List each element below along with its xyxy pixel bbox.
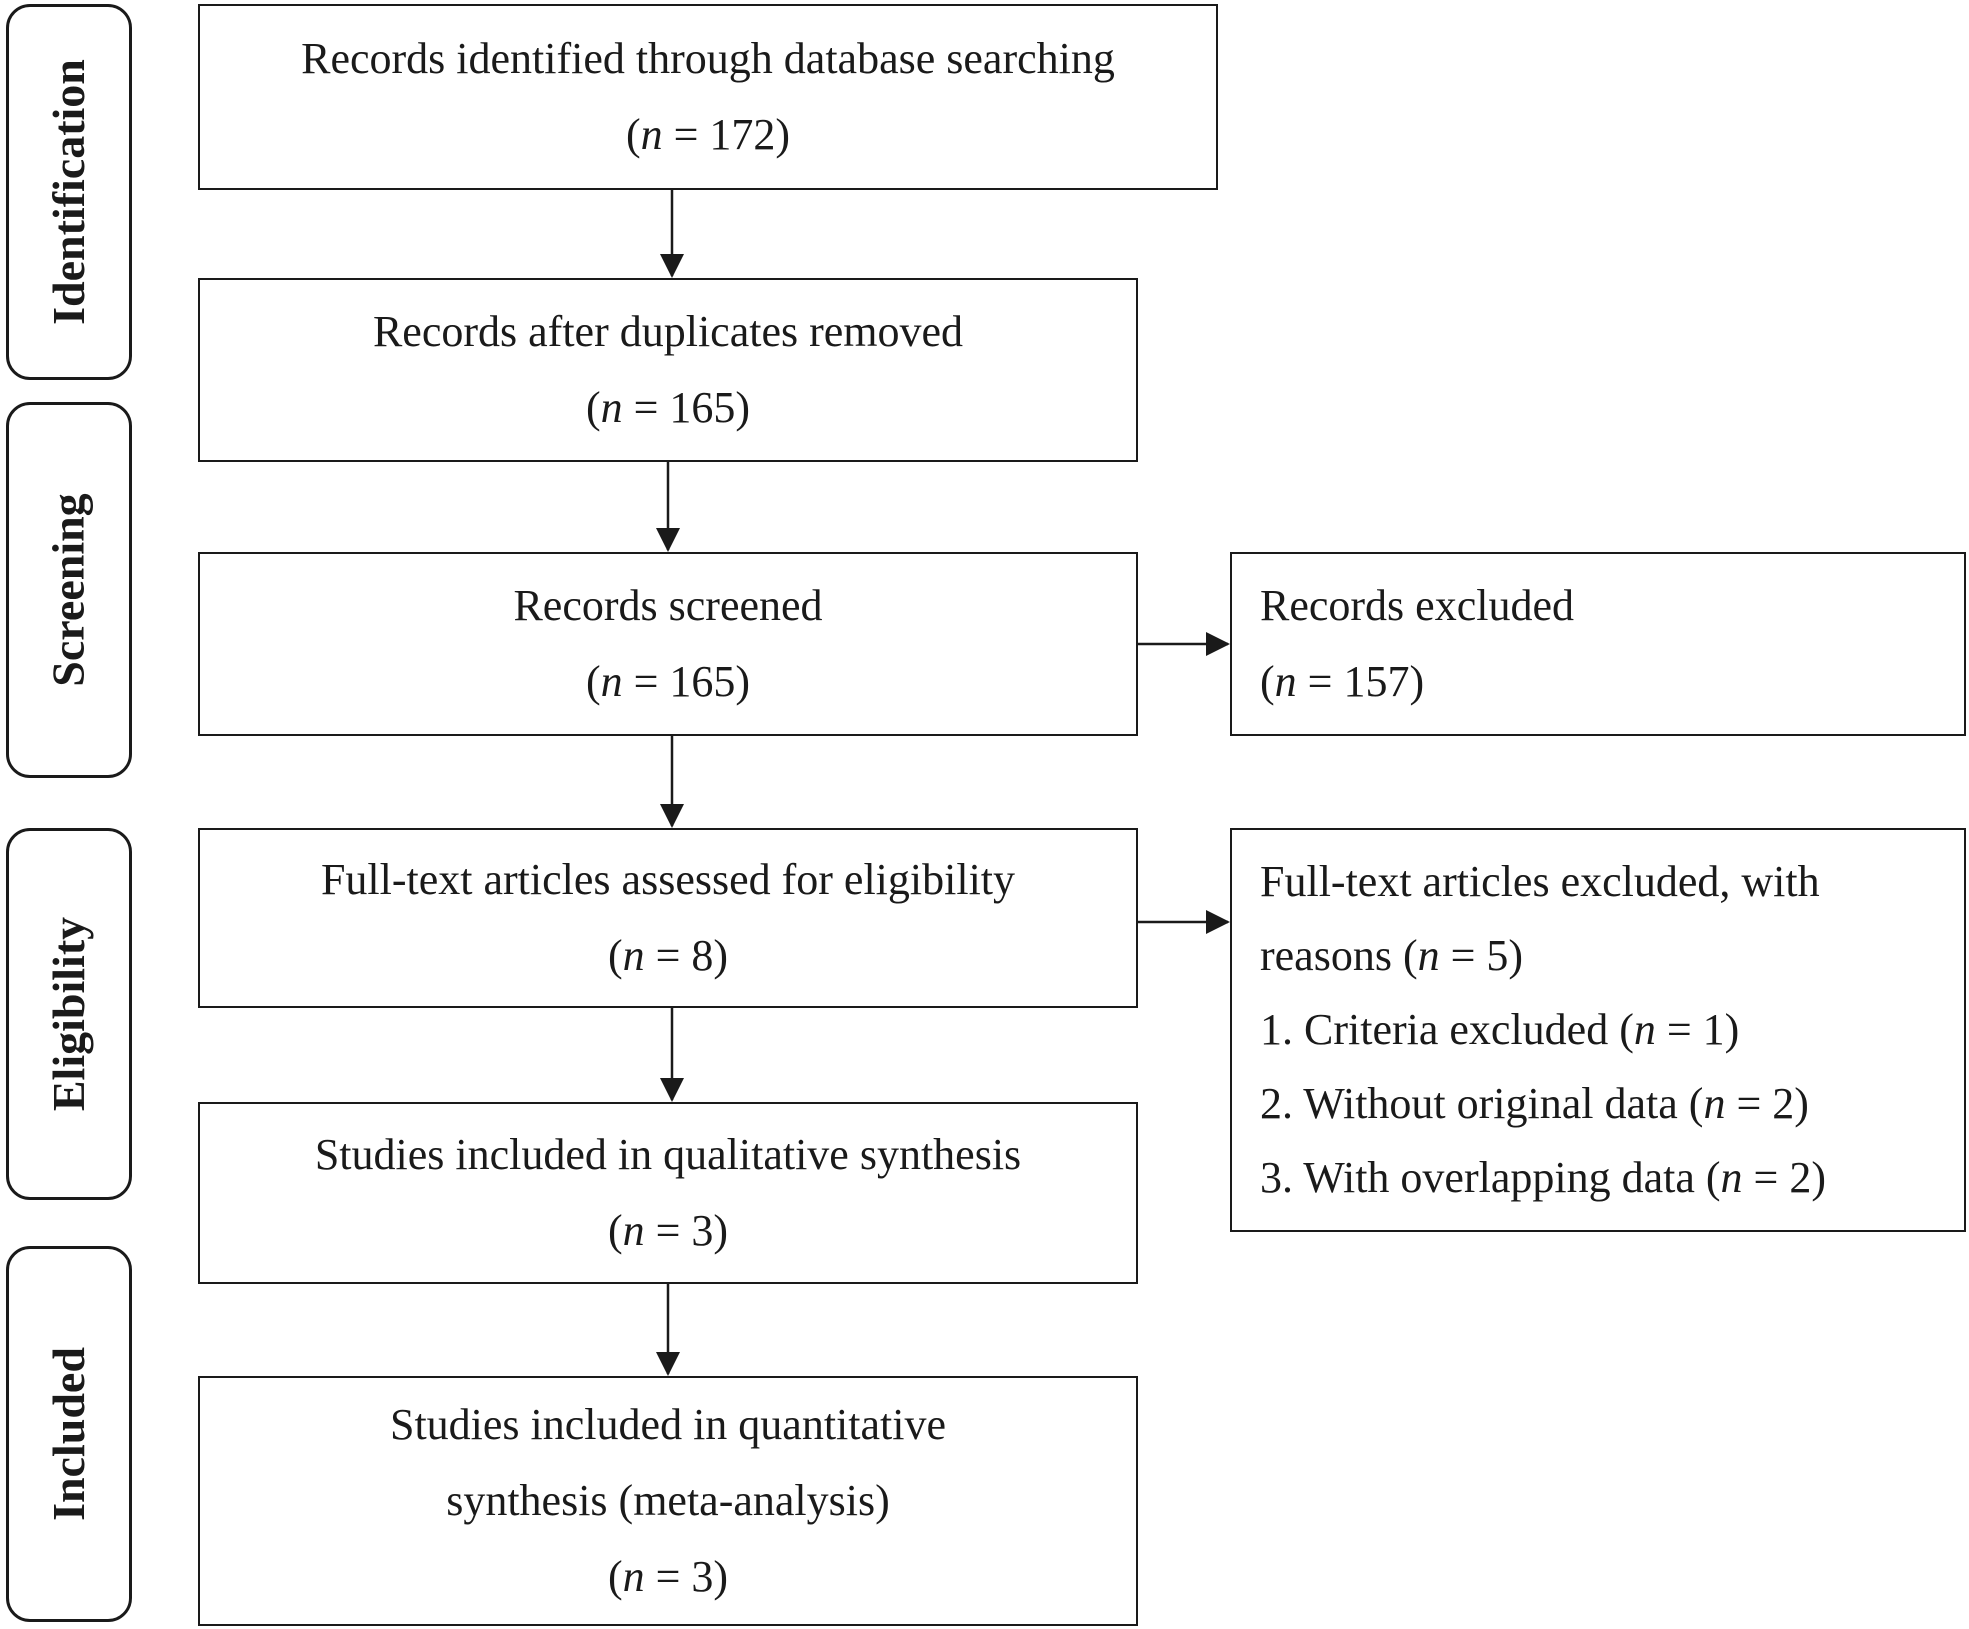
records-excluded-label: Records excluded (1260, 581, 1574, 630)
records-excluded-count: (n = 157) (1260, 657, 1425, 706)
full-text-excluded-label: Full-text articles excluded, with (1260, 857, 1820, 906)
exclusion-reason-item: 1. Criteria excluded (n = 1) (1260, 1005, 1740, 1054)
records-screened-label: Records screened (513, 581, 823, 630)
box-records-after-duplicates: Records after duplicates removed (n = 16… (198, 278, 1138, 462)
arrowhead-right (1206, 632, 1230, 656)
arrowhead-down (660, 804, 684, 828)
box-full-text-excluded: Full-text articles excluded, with reason… (1230, 828, 1966, 1232)
box-qualitative-synthesis: Studies included in qualitative synthesi… (198, 1102, 1138, 1284)
records-identified-label: Records identified through database sear… (301, 34, 1115, 83)
phase-identification: Identification (6, 4, 132, 380)
box-full-text-assessed: Full-text articles assessed for eligibil… (198, 828, 1138, 1008)
qualitative-synthesis-count: (n = 3) (607, 1206, 729, 1255)
exclusion-reason-item: 3. With overlapping data (n = 2) (1260, 1153, 1826, 1202)
full-text-excluded-count: reasons (n = 5) (1260, 931, 1524, 980)
arrowhead-down (656, 1352, 680, 1376)
box-records-identified: Records identified through database sear… (198, 4, 1218, 190)
quantitative-synthesis-count: (n = 3) (607, 1552, 729, 1601)
phase-screening: Screening (6, 402, 132, 778)
qualitative-synthesis-label: Studies included in qualitative synthesi… (314, 1130, 1022, 1179)
arrowhead-down (660, 1078, 684, 1102)
quantitative-synthesis-label: Studies included in quantitative (389, 1400, 946, 1449)
phase-included: Included (6, 1246, 132, 1622)
phase-eligibility: Eligibility (6, 828, 132, 1200)
box-records-screened: Records screened (n = 165) (198, 552, 1138, 736)
arrowhead-right (1206, 910, 1230, 934)
records-identified-count: (n = 172) (625, 110, 791, 159)
quantitative-synthesis-label-cont: synthesis (meta-analysis) (446, 1476, 890, 1525)
arrowhead-down (660, 254, 684, 278)
full-text-assessed-count: (n = 8) (607, 931, 729, 980)
arrowhead-down (656, 528, 680, 552)
box-quantitative-synthesis: Studies included in quantitative synthes… (198, 1376, 1138, 1626)
after-duplicates-count: (n = 165) (585, 383, 751, 432)
after-duplicates-label: Records after duplicates removed (372, 307, 964, 356)
box-records-excluded: Records excluded (n = 157) (1230, 552, 1966, 736)
records-screened-count: (n = 165) (585, 657, 751, 706)
full-text-assessed-label: Full-text articles assessed for eligibil… (320, 855, 1016, 904)
exclusion-reason-item: 2. Without original data (n = 2) (1260, 1079, 1809, 1128)
